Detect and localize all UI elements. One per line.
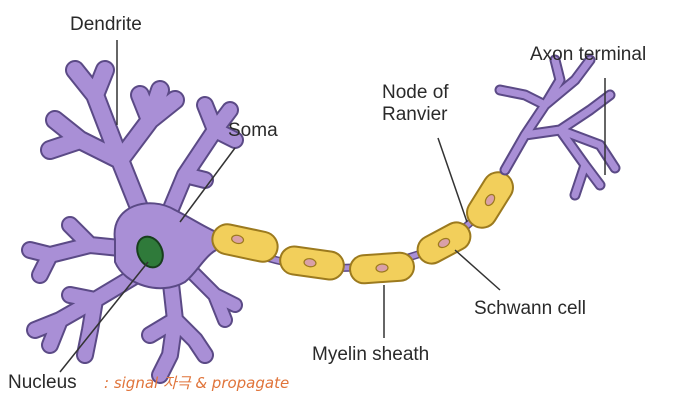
nucleus-annotation: : signal 자극 & propagate [104,374,290,392]
schwann-cell [466,171,514,229]
soma [113,202,226,290]
nucleus-label: Nucleus [8,372,77,393]
schwann-cell [416,221,472,265]
schwann-cell [349,251,415,285]
nucleus [136,235,164,269]
dendrite-branch [153,98,242,242]
leader-lines [59,40,606,373]
axon-terminal [494,54,621,201]
leader-soma [179,147,236,223]
node-of-ranvier-label: Node of Ranvier [382,82,449,126]
leader-schwann [454,249,501,291]
schwann-cell [211,223,279,263]
dendrite-branch [28,263,152,362]
dendrite-label: Dendrite [70,14,142,35]
schwann-cell [279,245,345,281]
dendrite-branch [42,62,183,243]
node-label-line2: Ranvier [382,103,448,125]
soma-label: Soma [228,120,278,141]
leader-node [437,137,468,223]
leader-nucleus [59,261,149,373]
myelin-sheath [211,171,514,285]
axon-terminal-fill [496,56,619,199]
dendrite-branch [143,268,212,382]
axon-terminal-label: Axon terminal [530,44,647,65]
node-label-line1: Node of [382,82,449,103]
schwann-cell-label: Schwann cell [474,298,586,319]
dendrite-branch [179,259,241,326]
myelin-sheath-label: Myelin sheath [312,344,430,365]
dendrites-fill [23,62,242,382]
